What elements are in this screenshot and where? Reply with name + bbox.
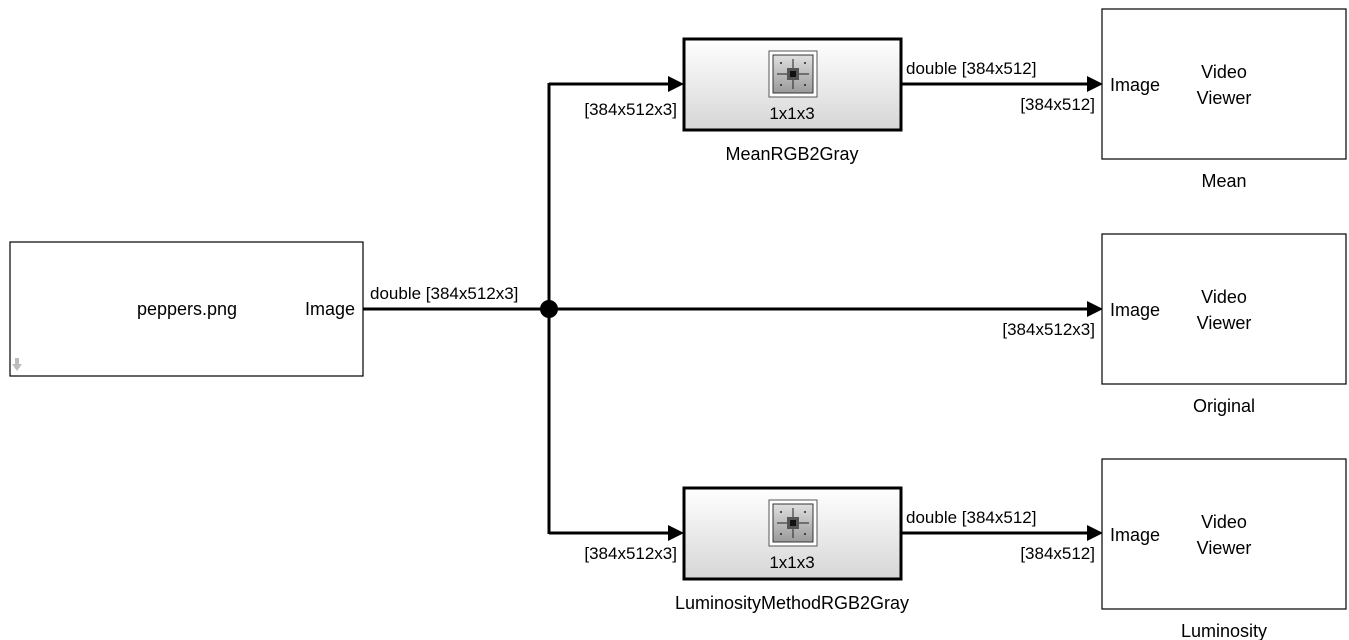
luminosity-viewer-frame[interactable] [1101, 458, 1347, 610]
arrowhead-mean-viewer [1087, 76, 1103, 92]
mean-viewer-frame[interactable] [1101, 8, 1347, 160]
mean-video-viewer-block[interactable]: Image Video Viewer [1101, 8, 1347, 160]
mask-icon [768, 499, 818, 547]
signal-label-mean-in: [384x512x3] [584, 100, 677, 119]
original-viewer-title-line1: Video [1201, 287, 1247, 307]
original-viewer-name[interactable]: Original [1193, 396, 1255, 416]
source-port-label: Image [305, 299, 355, 319]
mean-subsystem-block[interactable]: 1x1x3 [682, 37, 903, 132]
signal-label-lum-in: [384x512x3] [584, 544, 677, 563]
luminosity-viewer-port-label: Image [1110, 525, 1160, 545]
luminosity-subsystem-block[interactable]: 1x1x3 [682, 486, 903, 581]
original-viewer-port-label: Image [1110, 300, 1160, 320]
luminosity-subsystem-name[interactable]: LuminosityMethodRGB2Gray [675, 593, 909, 613]
down-arrow-icon [12, 358, 22, 371]
signal-lines[interactable] [363, 82, 1088, 535]
arrowhead-lum-viewer [1087, 525, 1103, 541]
mean-viewer-port-label: Image [1110, 75, 1160, 95]
signal-label-orig-viewer-in: [384x512x3] [1002, 320, 1095, 339]
luminosity-subsystem-dims: 1x1x3 [769, 553, 814, 572]
source-block-frame[interactable] [9, 241, 364, 377]
luminosity-viewer-title-line2: Viewer [1197, 538, 1252, 558]
arrowheads [668, 76, 1103, 541]
mask-icon [768, 50, 818, 98]
luminosity-viewer-title-line1: Video [1201, 512, 1247, 532]
original-viewer-title-line2: Viewer [1197, 313, 1252, 333]
source-file-label: peppers.png [137, 299, 237, 319]
signal-label-mean-viewer-in: [384x512] [1020, 95, 1095, 114]
mean-viewer-title-line1: Video [1201, 62, 1247, 82]
signal-label-mean-out: double [384x512] [906, 59, 1036, 78]
original-viewer-frame[interactable] [1101, 233, 1347, 385]
signal-label-lum-out: double [384x512] [906, 508, 1036, 527]
luminosity-viewer-name[interactable]: Luminosity [1181, 621, 1267, 640]
arrowhead-lum-in [668, 525, 684, 541]
source-block[interactable]: peppers.png Image [9, 241, 364, 377]
mean-viewer-title-line2: Viewer [1197, 88, 1252, 108]
mean-viewer-name[interactable]: Mean [1201, 171, 1246, 191]
arrowhead-mean-in [668, 76, 684, 92]
arrowhead-original-viewer [1087, 301, 1103, 317]
signal-label-source-out: double [384x512x3] [370, 284, 518, 303]
mean-subsystem-dims: 1x1x3 [769, 104, 814, 123]
branch-point[interactable] [540, 300, 558, 318]
luminosity-video-viewer-block[interactable]: Image Video Viewer [1101, 458, 1347, 610]
signal-label-lum-viewer-in: [384x512] [1020, 544, 1095, 563]
original-video-viewer-block[interactable]: Image Video Viewer [1101, 233, 1347, 385]
mean-subsystem-name[interactable]: MeanRGB2Gray [725, 144, 858, 164]
